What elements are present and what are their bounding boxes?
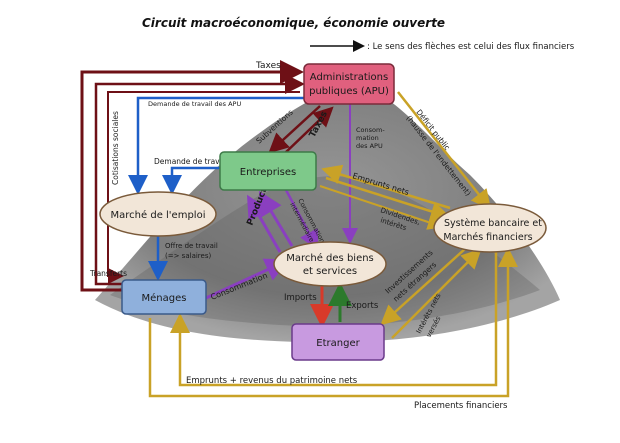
legend-text: : Le sens des flèches est celui des flux… [367, 41, 575, 52]
marche-biens-label-1: Marché des biens [286, 252, 374, 264]
offre-travail-label-1: Offre de travail [165, 242, 218, 250]
demande-travail-apu-label: Demande de travail des APU [148, 100, 241, 108]
emprunts-revenus-label: Emprunts + revenus du patrimoine nets [186, 376, 358, 386]
apu-label-2: publiques (APU) [309, 86, 389, 97]
entreprises-node [219, 151, 317, 191]
transferts-arrow [107, 91, 300, 284]
apu-node [303, 63, 395, 105]
marche-biens-label-2: et services [303, 266, 357, 277]
consommation-apu-label-3: des APU [356, 142, 383, 150]
diagram-title: Circuit macroéconomique, économie ouvert… [142, 16, 445, 30]
apu-label-1: Administrations [310, 72, 388, 83]
demande-travail-arrow [162, 166, 222, 195]
demande-travail-apu-arrow [128, 96, 304, 195]
taxes-mid-arrow [283, 106, 334, 155]
cotisations-label: Cotisations sociales [111, 111, 120, 185]
deficit-arrow [397, 91, 492, 210]
entreprises-label: Entreprises [240, 167, 296, 178]
background-hill [95, 85, 560, 343]
etranger-node [291, 323, 385, 361]
dividendes-arrow [319, 185, 444, 230]
cotisations-arrow [94, 74, 305, 286]
taxes-top-arrow [80, 60, 304, 292]
imports-label: Imports [284, 293, 317, 303]
investissements-arrow [380, 247, 467, 326]
demande-travail-label: Demande de travail [154, 157, 228, 166]
systeme-bancaire-label-2: Marchés financiers [443, 232, 532, 243]
marche-biens-node [273, 241, 387, 287]
etranger-label: Etranger [316, 338, 360, 349]
transferts-label: Transferts [89, 269, 127, 278]
marche-emploi-label: Marché de l'emploi [111, 209, 206, 221]
menages-label: Ménages [142, 292, 187, 304]
emprunts-revenus-arrow [170, 252, 498, 387]
systeme-bancaire-label-1: Système bancaire et [444, 218, 542, 229]
taxes-top-label: Taxes [255, 61, 281, 71]
interets-verses-arrow [391, 248, 482, 339]
menages-node [121, 279, 207, 315]
offre-travail-label-2: (=> salaires) [165, 252, 211, 260]
consommation-menages-arrow [205, 258, 290, 300]
placements-arrow [148, 247, 518, 398]
subventions-arrow [268, 105, 321, 154]
consommation-apu-label-2: mation [356, 134, 379, 142]
emprunts-nets-arrow [321, 164, 451, 210]
emprunts-nets-arrow-2 [325, 176, 451, 222]
marche-emploi-node [99, 191, 217, 237]
exports-label: Exports [346, 301, 379, 311]
consommation-apu-label-1: Consom- [356, 126, 385, 134]
consommation-intermediaire-arrow [284, 189, 319, 251]
placements-label: Placements financiers [414, 401, 508, 411]
systeme-bancaire-node [433, 203, 547, 253]
production-arrow-2 [247, 194, 282, 253]
